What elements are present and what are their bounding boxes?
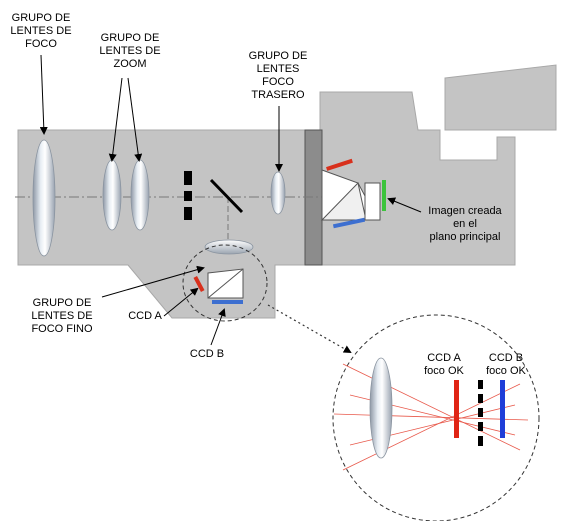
viewfinder	[444, 64, 557, 131]
detail-lens	[369, 357, 393, 459]
label-ccd-b-focus-ok: CCD B foco OK	[486, 352, 526, 377]
half-mirror	[209, 178, 244, 214]
detail-ccd-b	[500, 380, 505, 438]
zoom-lens-1	[102, 159, 122, 231]
sub-prism	[207, 268, 244, 299]
label-ccd-b: CCD B	[189, 348, 225, 360]
detail-focal-plane	[478, 380, 483, 446]
aperture-stop	[184, 171, 192, 220]
focus-lens	[32, 139, 56, 257]
ccd-a-sensor	[193, 275, 205, 293]
detail-circle-large	[332, 314, 540, 521]
label-zoom-group: GRUPO DE LENTES DE ZOOM	[99, 32, 161, 70]
pointer-arrows	[39, 54, 422, 346]
main-prism	[320, 169, 381, 221]
camera-body	[17, 129, 306, 319]
label-focus-group: GRUPO DE LENTES DE FOCO	[10, 12, 72, 50]
zoom-lens-2	[130, 159, 150, 231]
main-ccd-red	[326, 158, 353, 171]
detail-ccd-a	[454, 380, 459, 438]
rear-focus-lens	[270, 171, 286, 215]
detail-circle-small	[182, 244, 268, 322]
label-fine-focus-group: GRUPO DE LENTES DE FOCO FINO	[31, 297, 93, 335]
label-rear-focus-group: GRUPO DE LENTES FOCO TRASERO	[248, 50, 308, 101]
image-plane-sensor	[382, 180, 386, 211]
fine-focus-lens	[204, 239, 254, 255]
main-ccd-blue	[332, 217, 366, 229]
label-ccd-a-focus-ok: CCD A foco OK	[424, 352, 464, 377]
magnify-connector	[267, 304, 352, 353]
ccd-b-sensor	[212, 300, 243, 304]
label-ccd-a: CCD A	[128, 310, 162, 322]
label-image-plane: Imagen creada en el plano principal	[428, 205, 502, 243]
camera-rear-housing	[319, 91, 516, 266]
